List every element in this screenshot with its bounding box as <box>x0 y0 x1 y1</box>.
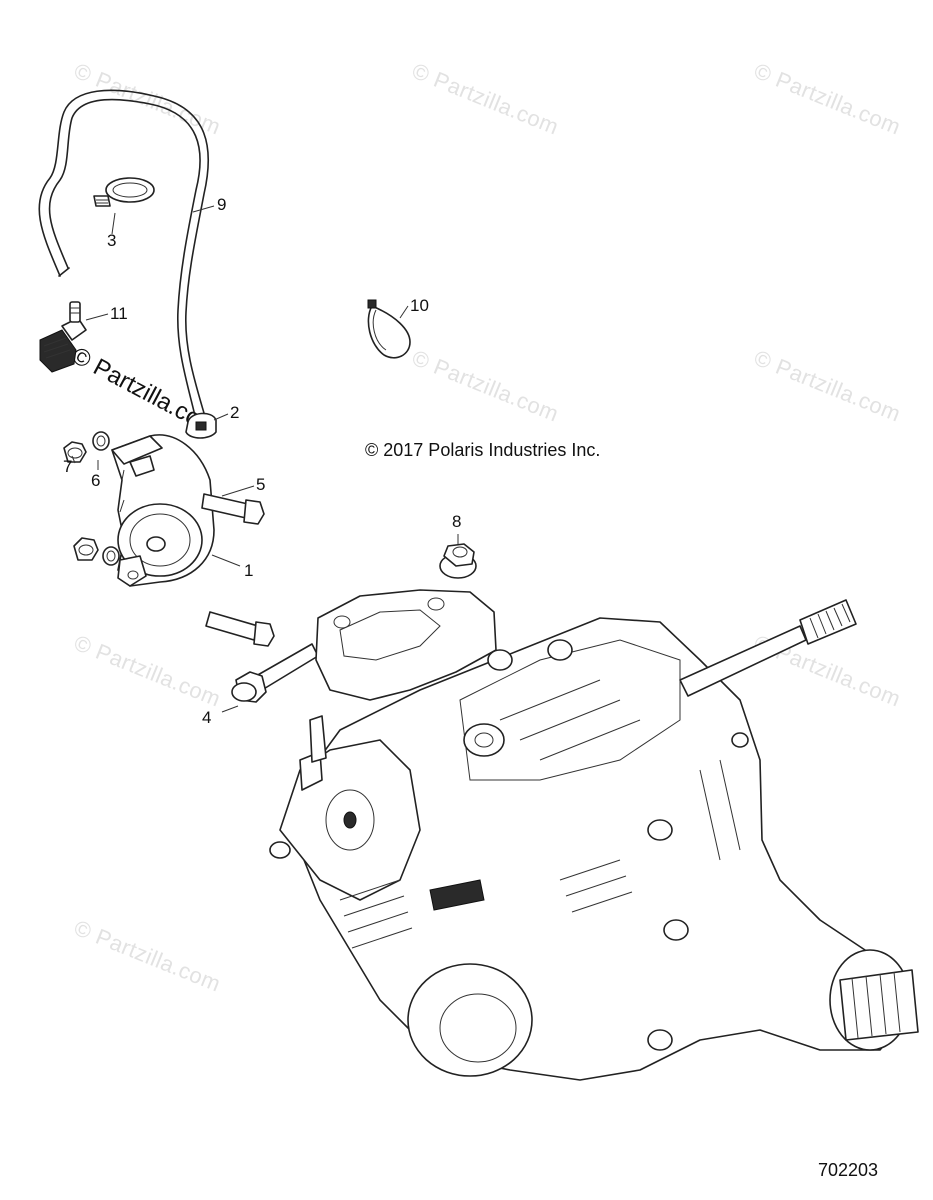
callout-4: 4 <box>202 708 212 727</box>
bolt-unlabeled <box>205 611 275 647</box>
fitting-part-11 <box>39 301 87 373</box>
washer-part-6 <box>92 431 110 451</box>
clamp-part-2 <box>185 412 217 439</box>
nut-part-7 <box>63 441 87 463</box>
hose-part-9 <box>38 89 210 421</box>
leader-lines <box>71 205 459 713</box>
callout-7: 7 <box>63 457 73 476</box>
bolt-part-5 <box>201 493 265 525</box>
bolt-part-4 <box>231 643 319 703</box>
callout-6: 6 <box>91 471 101 490</box>
nut-part-8 <box>439 543 477 579</box>
diagram-id: 702203 <box>818 1160 879 1180</box>
washer-lower <box>102 546 120 566</box>
transmission-assembly <box>269 589 919 1081</box>
callout-8: 8 <box>452 512 462 531</box>
cable-tie-part-10 <box>367 299 411 359</box>
callout-5: 5 <box>256 475 266 494</box>
callout-2: 2 <box>230 403 240 422</box>
callout-11: 11 <box>110 304 128 323</box>
nut-lower <box>73 537 99 561</box>
callout-1: 1 <box>244 561 254 580</box>
callout-3: 3 <box>107 231 117 250</box>
sensor-part-1 <box>111 434 215 587</box>
copyright-notice: © 2017 Polaris Industries Inc. <box>365 440 601 460</box>
callout-9: 9 <box>217 195 227 214</box>
clamp-part-3 <box>93 177 155 207</box>
callout-10: 10 <box>410 296 429 315</box>
